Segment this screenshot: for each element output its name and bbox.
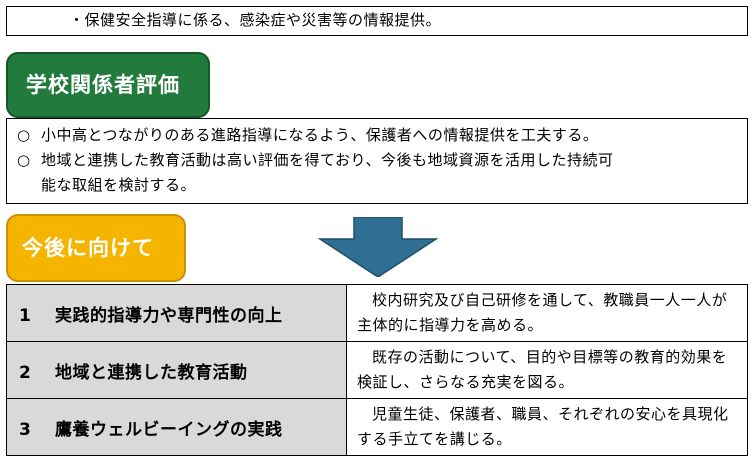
evaluation-item-text: 小中高とつながりのある進路指導になるよう、保護者への情報提供を工夫する。 xyxy=(41,126,599,144)
down-arrow-icon xyxy=(318,217,438,277)
plan-heading-text: 実践的指導力や専門性の向上 xyxy=(55,305,283,326)
evaluation-item-text-continued: 能な取組を検討する。 xyxy=(41,176,197,194)
plan-heading: 1 実践的指導力や専門性の向上 xyxy=(6,284,347,342)
evaluation-box: ○ 小中高とつながりのある進路指導になるよう、保護者への情報提供を工夫する。 ○… xyxy=(6,118,748,204)
evaluation-item: ○ 地域と連携した教育活動は高い評価を得ており、今後も地域資源を活用した持続可 … xyxy=(7,148,747,198)
plan-description: 児童生徒、保護者、職員、それぞれの安心を具現化する手立てを講じる。 xyxy=(346,398,748,456)
plan-description: 校内研究及び自己研修を通して、教職員一人一人が主体的に指導力を高める。 xyxy=(346,284,748,342)
plan-heading-text: 地域と連携した教育活動 xyxy=(55,362,248,383)
plan-number: 1 xyxy=(19,305,32,326)
plan-heading: 2 地域と連携した教育活動 xyxy=(6,341,347,399)
future-plan-table: 1 実践的指導力や専門性の向上 校内研究及び自己研修を通して、教職員一人一人が主体… xyxy=(6,284,748,456)
info-provision-text: ・保健安全指導に係る、感染症や災害等の情報提供。 xyxy=(69,11,442,29)
plan-number: 3 xyxy=(19,419,32,440)
future-direction-title: 今後に向けて xyxy=(6,214,186,282)
circle-bullet-icon: ○ xyxy=(17,126,31,144)
plan-number: 2 xyxy=(19,362,32,383)
table-row: 2 地域と連携した教育活動 既存の活動について、目的や目標等の教育的効果を検証し、… xyxy=(6,341,748,399)
plan-heading: 3 鷹養ウェルビーイングの実践 xyxy=(6,398,347,456)
plan-description: 既存の活動について、目的や目標等の教育的効果を検証し、さらなる充実を図る。 xyxy=(346,341,748,399)
info-provision-note: ・保健安全指導に係る、感染症や災害等の情報提供。 xyxy=(6,6,748,36)
table-row: 1 実践的指導力や専門性の向上 校内研究及び自己研修を通して、教職員一人一人が主体… xyxy=(6,284,748,342)
circle-bullet-icon: ○ xyxy=(17,151,31,169)
evaluation-item-text: 地域と連携した教育活動は高い評価を得ており、今後も地域資源を活用した持続可 xyxy=(41,151,614,169)
school-stakeholder-evaluation-title: 学校関係者評価 xyxy=(6,52,210,118)
plan-heading-text: 鷹養ウェルビーイングの実践 xyxy=(55,419,283,440)
table-row: 3 鷹養ウェルビーイングの実践 児童生徒、保護者、職員、それぞれの安心を具現化する… xyxy=(6,398,748,456)
evaluation-item: ○ 小中高とつながりのある進路指導になるよう、保護者への情報提供を工夫する。 xyxy=(7,123,747,148)
